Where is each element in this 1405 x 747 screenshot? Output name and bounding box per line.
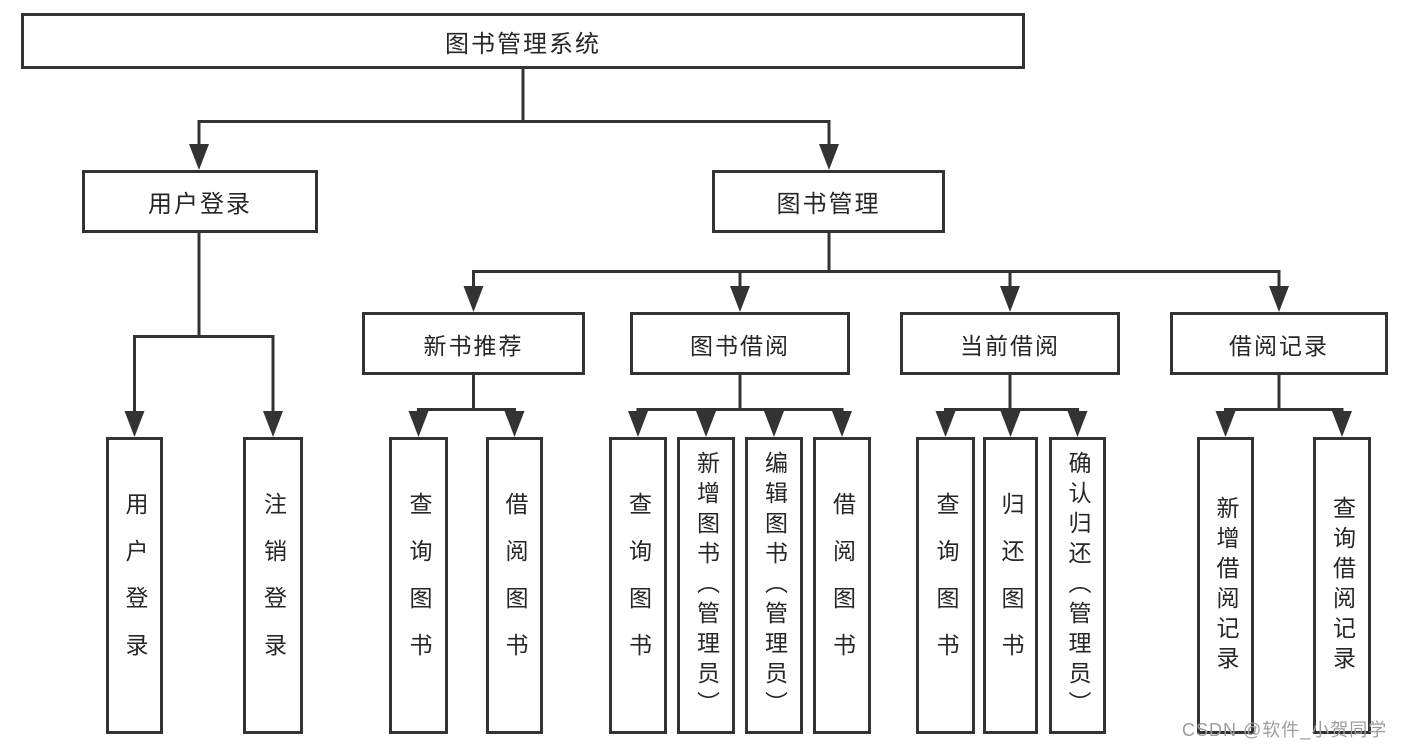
leaf-query-books-borrow: 查询图书 — [609, 437, 667, 734]
leaf-edit-book-admin-label: 编辑图书（管理员） — [761, 450, 788, 721]
arrowhead — [764, 411, 784, 437]
node-root-label: 图书管理系统 — [445, 30, 601, 58]
leaf-return-book-label: 归还图书 — [998, 491, 1024, 680]
node-current-borrow: 当前借阅 — [900, 312, 1120, 375]
leaf-user-login-label: 用户登录 — [122, 491, 148, 680]
leaf-user-login: 用户登录 — [106, 437, 163, 734]
leaf-borrow-books-recommend: 借阅图书 — [486, 437, 543, 734]
node-borrow-records: 借阅记录 — [1170, 312, 1388, 375]
leaf-add-book-admin: 新增图书（管理员） — [677, 437, 735, 734]
leaf-query-books-current: 查询图书 — [916, 437, 975, 734]
leaf-query-books-current-label: 查询图书 — [933, 491, 959, 680]
leaf-query-books-recommend-label: 查询图书 — [406, 491, 432, 680]
arrowhead — [628, 411, 648, 437]
leaf-logout-label: 注销登录 — [260, 491, 287, 680]
arrowhead — [408, 411, 429, 437]
arrowhead — [730, 286, 750, 312]
node-user-login-label: 用户登录 — [148, 191, 252, 218]
leaf-borrow-books-recommend-label: 借阅图书 — [502, 491, 528, 680]
watermark: CSDN @软件_小贺同学 — [1182, 720, 1388, 740]
connector-path — [133, 69, 1344, 413]
arrowhead — [189, 144, 209, 170]
arrowhead — [935, 411, 956, 437]
node-borrow-records-label: 借阅记录 — [1229, 332, 1329, 359]
node-book-borrow-label: 图书借阅 — [690, 332, 790, 359]
arrowhead — [263, 411, 283, 437]
leaf-confirm-return-admin: 确认归还（管理员） — [1049, 437, 1106, 734]
arrowhead — [504, 411, 525, 437]
arrowhead — [1332, 411, 1352, 437]
leaf-add-borrow-record: 新增借阅记录 — [1197, 437, 1254, 734]
node-root: 图书管理系统 — [21, 13, 1025, 69]
leaf-query-books-borrow-label: 查询图书 — [625, 491, 652, 680]
leaf-edit-book-admin: 编辑图书（管理员） — [745, 437, 803, 734]
leaf-borrow-books-label: 借阅图书 — [829, 491, 856, 680]
arrowhead — [696, 411, 716, 437]
arrowhead — [819, 144, 839, 170]
leaf-logout: 注销登录 — [243, 437, 303, 734]
arrowhead — [1215, 411, 1236, 437]
node-current-borrow-label: 当前借阅 — [960, 332, 1060, 359]
arrowhead — [1000, 411, 1021, 437]
arrowhead — [832, 411, 852, 437]
leaf-query-books-recommend: 查询图书 — [389, 437, 448, 734]
arrowhead — [1000, 286, 1020, 312]
arrowhead — [1269, 286, 1289, 312]
node-book-borrow: 图书借阅 — [630, 312, 850, 375]
arrowhead — [1067, 411, 1088, 437]
arrowhead — [463, 286, 484, 312]
node-user-login: 用户登录 — [82, 170, 318, 233]
leaf-confirm-return-admin-label: 确认归还（管理员） — [1065, 450, 1091, 721]
leaf-add-book-admin-label: 新增图书（管理员） — [693, 450, 720, 721]
node-book-management-label: 图书管理 — [776, 191, 881, 218]
leaf-return-book: 归还图书 — [983, 437, 1038, 734]
leaf-query-borrow-record-label: 查询借阅记录 — [1329, 495, 1356, 676]
node-new-book-recommend: 新书推荐 — [362, 312, 585, 375]
node-book-management: 图书管理 — [712, 170, 945, 233]
leaf-borrow-books: 借阅图书 — [813, 437, 871, 734]
leaf-query-borrow-record: 查询借阅记录 — [1313, 437, 1371, 734]
leaf-add-borrow-record-label: 新增借阅记录 — [1213, 495, 1239, 676]
arrowhead — [124, 411, 145, 437]
node-new-book-recommend-label: 新书推荐 — [423, 332, 524, 359]
